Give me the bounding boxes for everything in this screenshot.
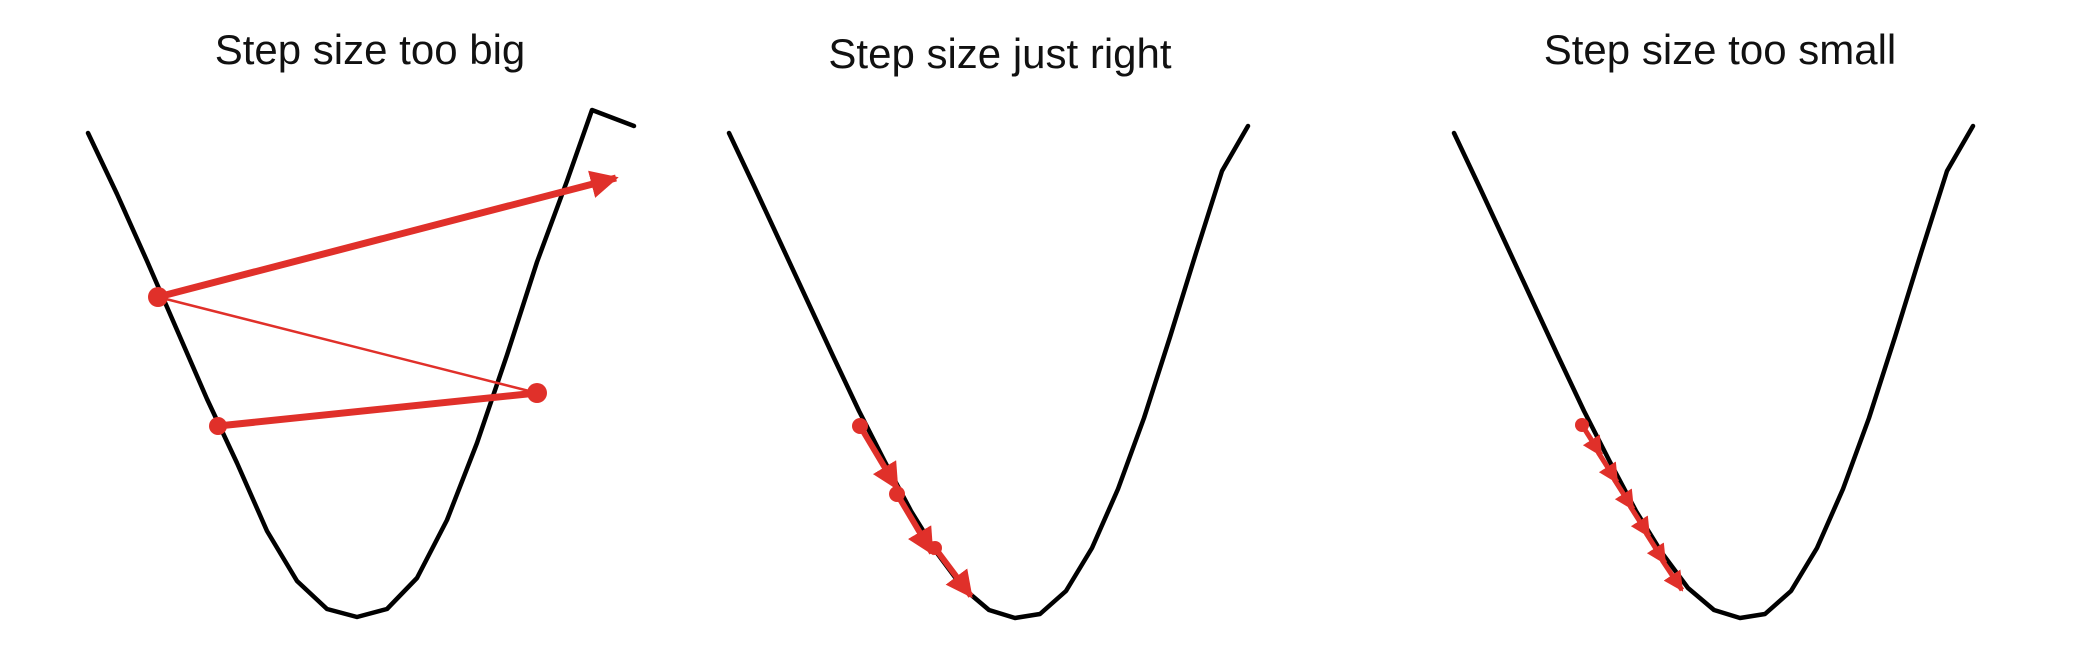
loss-curve — [1451, 123, 1976, 621]
step-point-3 — [148, 287, 168, 307]
loss-curve — [726, 123, 1251, 621]
step-arrow-3 — [157, 170, 619, 301]
step-arrow-1 — [1579, 423, 1604, 457]
panel-title: Step size just right — [828, 30, 1172, 77]
step-arrow-5 — [1643, 531, 1668, 565]
step-point-2 — [889, 486, 905, 502]
panel-just-right: Step size just right — [650, 0, 1350, 655]
step-arrow-1 — [857, 424, 900, 491]
diagram-just-right — [726, 123, 1251, 621]
step-arrow-4 — [1627, 504, 1652, 538]
panel-too-small: Step size too small — [1370, 0, 2070, 655]
step-arrow-2 — [157, 294, 538, 395]
step-arrow-2 — [1595, 450, 1620, 484]
step-arrow-3 — [1611, 477, 1636, 511]
step-arrow-2 — [894, 492, 935, 556]
diagram-too-big — [85, 107, 637, 620]
diagram-too-small — [1451, 123, 1976, 621]
step-arrow-1 — [214, 389, 541, 430]
panel-title: Step size too big — [214, 26, 526, 73]
panel-too-big: Step size too big — [0, 0, 700, 655]
step-point-3 — [928, 541, 942, 555]
step-point-2 — [527, 383, 547, 403]
step-point-1 — [852, 418, 868, 434]
loss-curve — [85, 107, 637, 620]
step-point-1 — [209, 417, 227, 435]
step-arrow-3 — [932, 546, 974, 599]
panel-title: Step size too small — [1543, 26, 1897, 73]
step-arrow-6 — [1659, 558, 1685, 592]
